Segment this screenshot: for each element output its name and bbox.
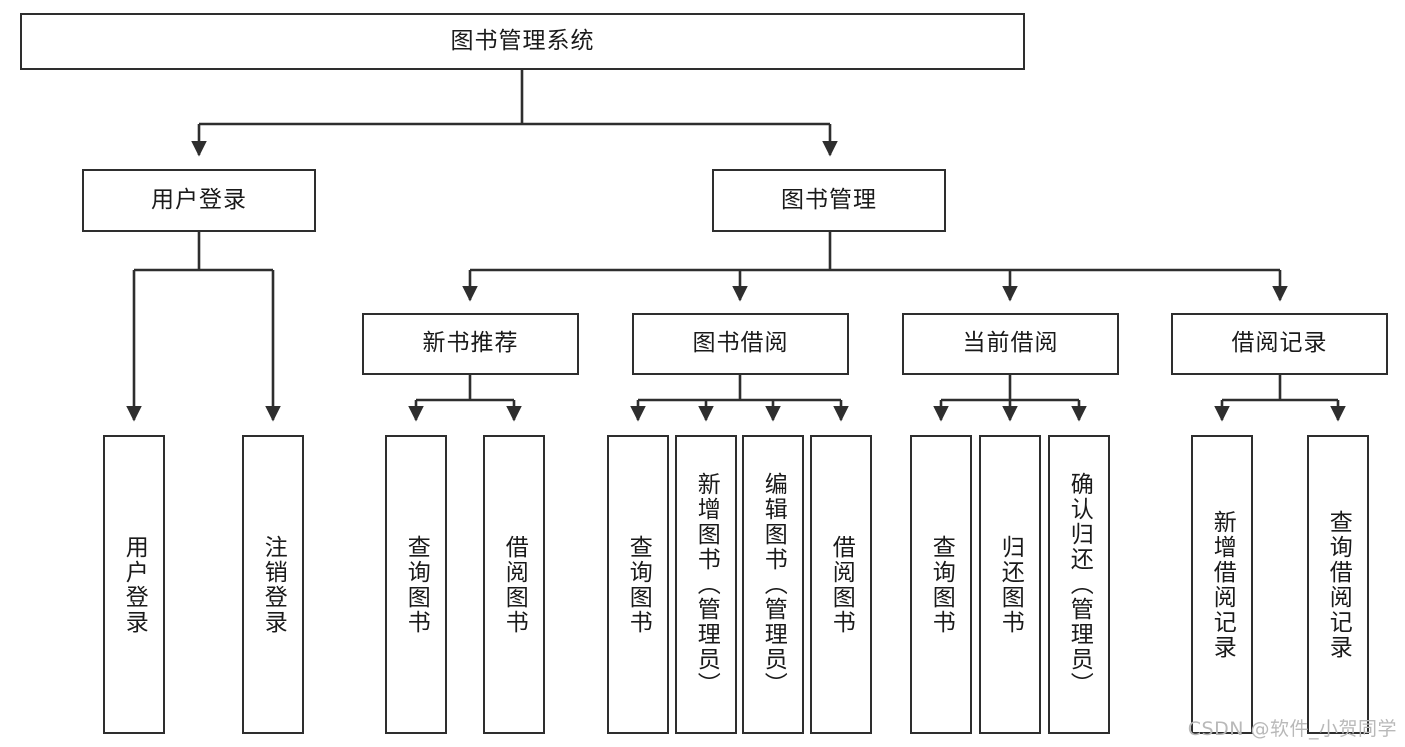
leaf-user-login[interactable]: 用户登录 [103,435,165,734]
node-label: 新增借阅记录 [1209,509,1236,660]
csdn-watermark: CSDN @软件_小贺同学 [1187,718,1397,740]
node-label: 图书借阅 [692,330,789,357]
leaf-query-book-current[interactable]: 查询图书 [910,435,972,734]
node-root-book-management-system[interactable]: 图书管理系统 [20,13,1025,70]
leaf-borrow-book-recommend[interactable]: 借阅图书 [483,435,545,734]
node-label: 用户登录 [121,534,148,635]
node-label: 归还图书 [997,534,1024,635]
leaf-edit-book-admin[interactable]: 编辑图书（管理员） [742,435,804,734]
node-label: 借阅图书 [828,534,855,635]
node-label: 查询图书 [625,534,652,635]
node-label: 图书管理 [781,186,877,213]
leaf-add-borrow-record[interactable]: 新增借阅记录 [1191,435,1253,734]
node-label: 注销登录 [260,534,287,635]
leaf-confirm-return-admin[interactable]: 确认归还（管理员） [1048,435,1110,734]
leaf-borrow-book[interactable]: 借阅图书 [810,435,872,734]
node-current-borrow[interactable]: 当前借阅 [902,313,1119,375]
node-label: 编辑图书（管理员） [760,472,787,697]
node-label: 查询图书 [403,534,430,635]
node-label: 查询图书 [928,534,955,635]
node-label: 确认归还（管理员） [1066,472,1093,697]
leaf-query-book-borrow[interactable]: 查询图书 [607,435,669,734]
node-label: 图书管理系统 [450,27,595,54]
node-label: 用户登录 [151,186,247,213]
leaf-add-book-admin[interactable]: 新增图书（管理员） [675,435,737,734]
node-borrow-records[interactable]: 借阅记录 [1171,313,1388,375]
node-label: 借阅图书 [501,534,528,635]
node-label: 当前借阅 [962,330,1059,357]
node-user-login[interactable]: 用户登录 [82,169,316,232]
node-book-management[interactable]: 图书管理 [712,169,946,232]
node-label: 借阅记录 [1231,330,1328,357]
leaf-logout[interactable]: 注销登录 [242,435,304,734]
node-label: 新书推荐 [422,330,519,357]
node-label: 查询借阅记录 [1325,509,1352,660]
leaf-query-book-recommend[interactable]: 查询图书 [385,435,447,734]
node-label: 新增图书（管理员） [693,472,720,697]
node-book-borrow[interactable]: 图书借阅 [632,313,849,375]
leaf-query-borrow-record[interactable]: 查询借阅记录 [1307,435,1369,734]
node-new-book-recommend[interactable]: 新书推荐 [362,313,579,375]
leaf-return-book[interactable]: 归还图书 [979,435,1041,734]
